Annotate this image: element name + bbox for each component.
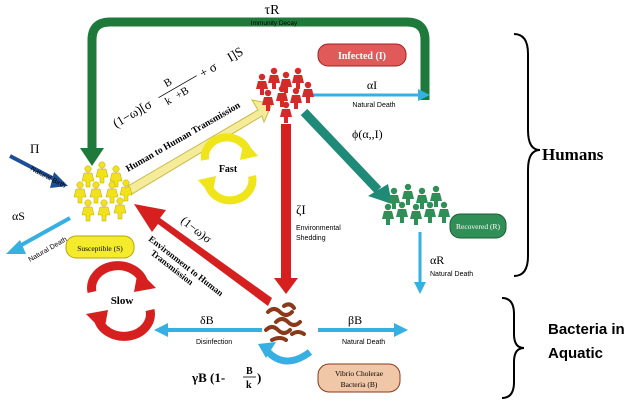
bacteria-growth-loop-arrow xyxy=(265,349,313,365)
infected-badge xyxy=(317,43,407,67)
svg-text:k: k xyxy=(163,94,174,107)
natural-death-s-arrowhead xyxy=(6,240,26,254)
svg-text:k: k xyxy=(246,380,252,391)
bacteria-group-label-1: Bacteria in xyxy=(548,321,625,338)
shedding-arrow-shaft xyxy=(281,124,291,280)
svg-text:+ σ: + σ xyxy=(197,59,220,81)
natural-death-r-arrowhead xyxy=(414,282,426,294)
susceptible-label: Susceptible (S) xyxy=(77,244,123,253)
phi-label: ϕ(α,,I) xyxy=(352,127,383,141)
humans-brace xyxy=(513,33,541,277)
natural-death-s-arrow-shaft xyxy=(15,216,71,250)
pi-label: Π xyxy=(30,141,39,156)
immunity-decay-label: Immunity Decay xyxy=(251,20,298,27)
natural-birth-label: Natural Birth xyxy=(29,166,67,190)
immunity-decay-arrowhead xyxy=(80,148,104,166)
alpha-s-label: αS xyxy=(12,209,25,223)
natural-birth-arrow-shaft xyxy=(9,154,57,182)
natural-death-b-label: Natural Death xyxy=(342,339,385,346)
bacteria-group-label-2: Aquatic xyxy=(548,345,603,362)
natural-death-i-arrowhead xyxy=(418,89,430,101)
environment-to-human-arrow xyxy=(134,204,272,306)
natural-birth-arrowhead xyxy=(50,172,68,188)
svg-text:): ) xyxy=(257,370,261,385)
svg-text:γB (1-: γB (1- xyxy=(191,370,225,385)
bacteria-growth-formula: γB (1- B k ) xyxy=(191,366,261,391)
delta-b-label: δB xyxy=(200,313,214,327)
svg-text:+B: +B xyxy=(173,85,191,102)
shedding-arrowhead xyxy=(274,278,298,294)
svg-text:B: B xyxy=(162,76,174,90)
recovered-label: Recovered (R) xyxy=(456,222,500,231)
humans-label: Humans xyxy=(542,145,604,164)
alpha-i-label: αI xyxy=(367,78,377,92)
natural-death-b-arrowhead xyxy=(394,323,408,337)
human-to-human-arrow xyxy=(127,99,273,195)
svg-text:I]S: I]S xyxy=(224,44,245,65)
zeta-i-label: ζI xyxy=(296,202,306,217)
env-shedding-label-2: Shedding xyxy=(296,235,326,242)
disinfection-arrowhead xyxy=(154,323,168,337)
human-to-human-formula: (1−ω)[σ B k +B + σ I]S xyxy=(110,44,246,131)
tau-r-label: τR xyxy=(265,3,281,18)
disinfection-label: Disinfection xyxy=(196,339,232,346)
bacteria-brace xyxy=(501,297,525,399)
bacteria-label-2: Bacteria (B) xyxy=(341,380,378,389)
svg-text:(1−ω)[σ: (1−ω)[σ xyxy=(110,96,154,130)
bacteria-badge xyxy=(317,363,401,393)
bacteria-growth-loop-arrowhead xyxy=(258,342,276,358)
green-people-icon xyxy=(382,183,450,225)
fast-label: Fast xyxy=(219,164,238,175)
beta-b-label: βB xyxy=(348,313,362,327)
infected-label: Infected (I) xyxy=(338,51,386,62)
yellow-people-icon xyxy=(73,161,133,222)
recovery-arrow-shaft xyxy=(300,108,382,194)
alpha-r-label: αR xyxy=(430,253,444,267)
red-cycle-arrows-icon xyxy=(86,261,156,341)
yellow-cycle-arrows-icon xyxy=(198,133,258,205)
natural-death-i-label: Natural Death xyxy=(352,102,395,109)
bacteria-label-1: Vibrio Cholerae xyxy=(335,369,384,378)
recovery-arrowhead xyxy=(368,184,392,204)
recovered-badge xyxy=(449,213,507,239)
bacteria-icon xyxy=(264,302,306,342)
svg-text:B: B xyxy=(246,366,253,377)
susceptible-badge xyxy=(65,235,135,259)
env-shedding-label-1: Environmental xyxy=(296,225,341,232)
slow-label: Slow xyxy=(111,295,134,307)
immunity-decay-arrow xyxy=(87,17,430,148)
natural-death-r-label: Natural Death xyxy=(430,271,473,278)
